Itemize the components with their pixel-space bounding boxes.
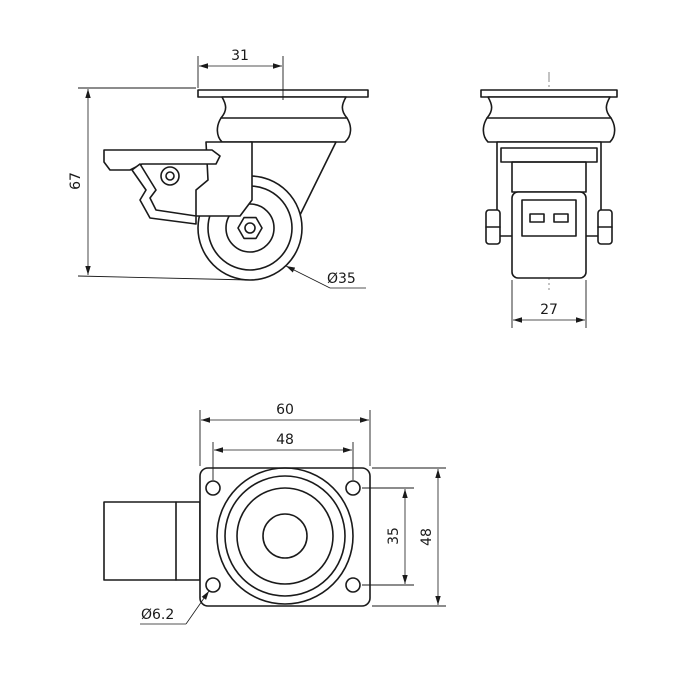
- front-wheel: [511, 191, 587, 279]
- dim-leader-wheel: [285, 265, 331, 289]
- side-brake-pedal: [103, 149, 221, 171]
- top-mounting-hole: [345, 577, 361, 593]
- top-swivel-outer: [216, 467, 354, 605]
- side-view: 31 67 Ø35: [68, 48, 369, 289]
- top-view: 60 48 35 48 Ø6.2: [103, 402, 446, 625]
- front-brake-cap: [500, 147, 598, 163]
- top-mounting-hole: [205, 577, 221, 593]
- dim-label-35: 35: [386, 527, 402, 545]
- front-view: 27: [480, 72, 618, 328]
- dim-label-48-horizontal: 48: [276, 432, 294, 448]
- dim-label-hole-diameter: Ø6.2: [141, 607, 174, 623]
- side-axle: [244, 222, 256, 234]
- front-wheel-hub: [521, 199, 577, 237]
- front-swivel-housing: [482, 96, 616, 143]
- side-pivot-bolt-inner: [165, 171, 175, 181]
- dim-label-wheel-diameter: Ø35: [327, 271, 356, 287]
- front-top-plate: [480, 89, 618, 98]
- top-brake-pedal: [103, 501, 201, 581]
- top-swivel-mid: [236, 487, 334, 585]
- dim-label-31: 31: [231, 48, 249, 64]
- side-pivot-bolt: [160, 166, 180, 186]
- top-mounting-hole: [205, 480, 221, 496]
- top-swivel-ring: [224, 475, 346, 597]
- dim-label-67: 67: [68, 172, 84, 190]
- dim-leader-hole: [185, 590, 210, 625]
- side-swivel-housing: [216, 96, 352, 143]
- side-wheel-hub: [225, 203, 275, 253]
- side-brake-lever: [131, 163, 197, 225]
- top-mounting-hole: [345, 480, 361, 496]
- dim-label-60: 60: [276, 402, 294, 418]
- dim-label-48-vertical: 48: [419, 528, 435, 546]
- dim-label-27: 27: [540, 302, 558, 318]
- top-swivel-center: [262, 513, 308, 559]
- side-axle-nut: [237, 216, 263, 240]
